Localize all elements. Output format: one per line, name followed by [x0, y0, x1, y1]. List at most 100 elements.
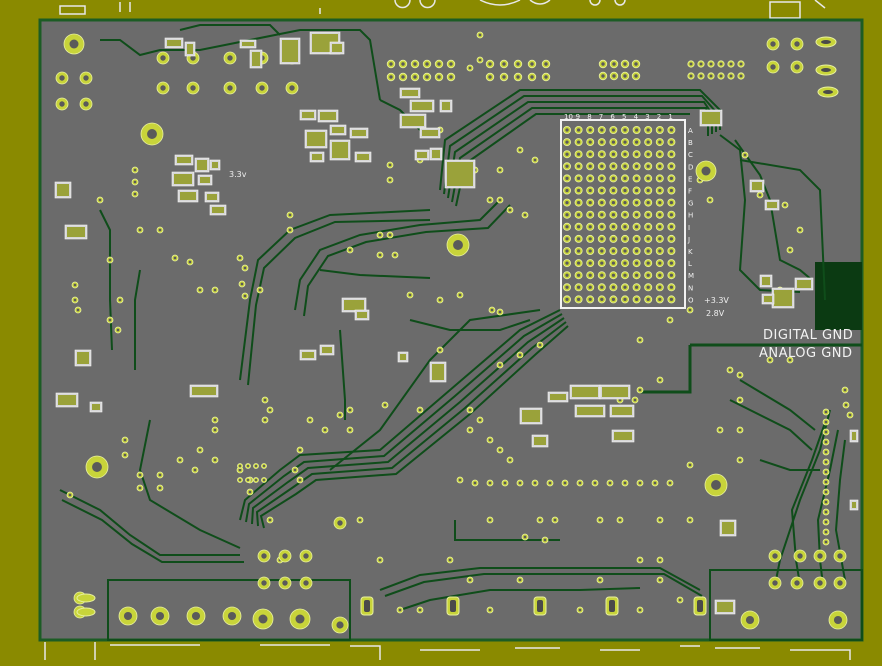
header-pin-hole	[601, 62, 605, 66]
through-hole-pad-hole	[453, 240, 463, 250]
via-hole	[268, 408, 272, 412]
header-pin-hole	[739, 62, 743, 66]
bga-pad-hole	[565, 213, 569, 217]
through-hole-pad-hole	[797, 553, 803, 559]
via-hole	[508, 208, 512, 212]
trace	[251, 317, 565, 525]
bga-pad-hole	[658, 188, 662, 193]
through-hole-pad-hole	[69, 39, 79, 49]
trace	[61, 499, 244, 563]
header-pin-hole	[425, 62, 429, 66]
bga-pad-hole	[565, 200, 569, 205]
bga-pad-hole	[634, 200, 639, 205]
bga-pad-hole	[669, 176, 674, 181]
bga-pad-hole	[588, 188, 592, 193]
bga-pad-hole	[623, 225, 627, 229]
bga-pad-hole	[634, 164, 639, 168]
bga-pad-hole	[658, 152, 662, 156]
via-hole	[488, 438, 492, 442]
smd-component-pad	[572, 387, 598, 397]
via-hole	[238, 468, 242, 472]
bga-pad-hole	[646, 249, 650, 253]
header-pin-hole	[824, 470, 828, 474]
header-pin-hole	[488, 75, 492, 79]
bga-pad-hole	[623, 213, 627, 217]
bga-pad-hole	[646, 176, 650, 181]
smd-component-pad	[212, 207, 224, 213]
bga-pad-hole	[588, 237, 592, 241]
trace	[816, 429, 839, 586]
header-pin-hole	[709, 74, 713, 78]
smd-component-pad	[344, 300, 364, 310]
smd-component-pad	[307, 132, 325, 146]
bga-pad-hole	[611, 297, 616, 302]
via-hole	[240, 282, 244, 286]
header-pin-hole	[634, 62, 638, 66]
smd-component-pad	[702, 112, 720, 124]
via-hole	[378, 558, 382, 562]
header-pin-hole	[502, 62, 506, 66]
via-hole	[738, 458, 742, 462]
smd-component-pad	[852, 502, 856, 508]
bga-pad-hole	[646, 285, 650, 289]
bga-pad-hole	[669, 213, 674, 217]
header-pin-hole	[612, 74, 616, 78]
via-hole	[638, 388, 642, 392]
through-hole-pad-hole	[83, 101, 89, 107]
smd-component-pad	[302, 112, 314, 118]
smd-component-pad	[402, 116, 424, 126]
bga-row-label: L	[688, 260, 692, 268]
via-hole	[393, 253, 397, 257]
via-hole	[798, 228, 802, 232]
bga-pad-hole	[669, 249, 674, 253]
bga-pad-hole	[658, 225, 662, 229]
via-hole	[348, 428, 352, 432]
bga-pad-hole	[588, 225, 592, 229]
bga-pad-hole	[646, 237, 650, 241]
via-hole	[408, 293, 412, 297]
bga-pad-hole	[611, 128, 616, 132]
bga-pad-hole	[669, 297, 674, 302]
trace	[134, 269, 141, 370]
header-pin-hole	[449, 62, 453, 66]
bga-pad-hole	[669, 128, 674, 132]
via-hole	[563, 481, 567, 485]
smd-component-pad	[752, 182, 762, 190]
bga-pad-hole	[658, 200, 662, 205]
bga-pad-hole	[669, 140, 674, 144]
bga-pad-hole	[646, 297, 650, 302]
through-hole-pad-hole	[59, 75, 65, 81]
trace	[138, 419, 241, 549]
via-hole	[488, 518, 492, 522]
header-pin-hole	[246, 478, 250, 482]
via-hole	[263, 418, 267, 422]
bga-pad-hole	[658, 297, 662, 302]
via-hole	[478, 418, 482, 422]
header-pin-hole	[238, 478, 242, 482]
through-hole-pad-hole	[770, 64, 776, 70]
through-hole-pad-hole	[190, 55, 196, 61]
via-hole	[478, 33, 482, 37]
bga-pad-hole	[576, 297, 581, 302]
connector-pad-hole	[609, 600, 615, 612]
smd-component-pad	[717, 602, 733, 612]
via-hole	[473, 481, 477, 485]
through-hole-pad-hole	[282, 553, 288, 559]
bga-pad-hole	[623, 152, 627, 156]
through-hole-pad-hole	[289, 85, 295, 91]
bga-pad-hole	[588, 285, 592, 289]
smd-component-pad	[212, 162, 218, 168]
bga-pad-hole	[623, 188, 627, 193]
trace	[739, 159, 826, 301]
through-hole-pad-hole	[147, 129, 157, 139]
bga-pad-hole	[611, 285, 616, 289]
via-hole	[738, 428, 742, 432]
via-hole	[258, 288, 262, 292]
via-hole	[193, 468, 197, 472]
bga-pad-hole	[623, 128, 627, 132]
via-hole	[653, 481, 657, 485]
bga-pad-hole	[669, 164, 674, 168]
via-hole	[188, 260, 192, 264]
header-pin-hole	[238, 464, 242, 468]
bga-pad-hole	[565, 152, 569, 156]
